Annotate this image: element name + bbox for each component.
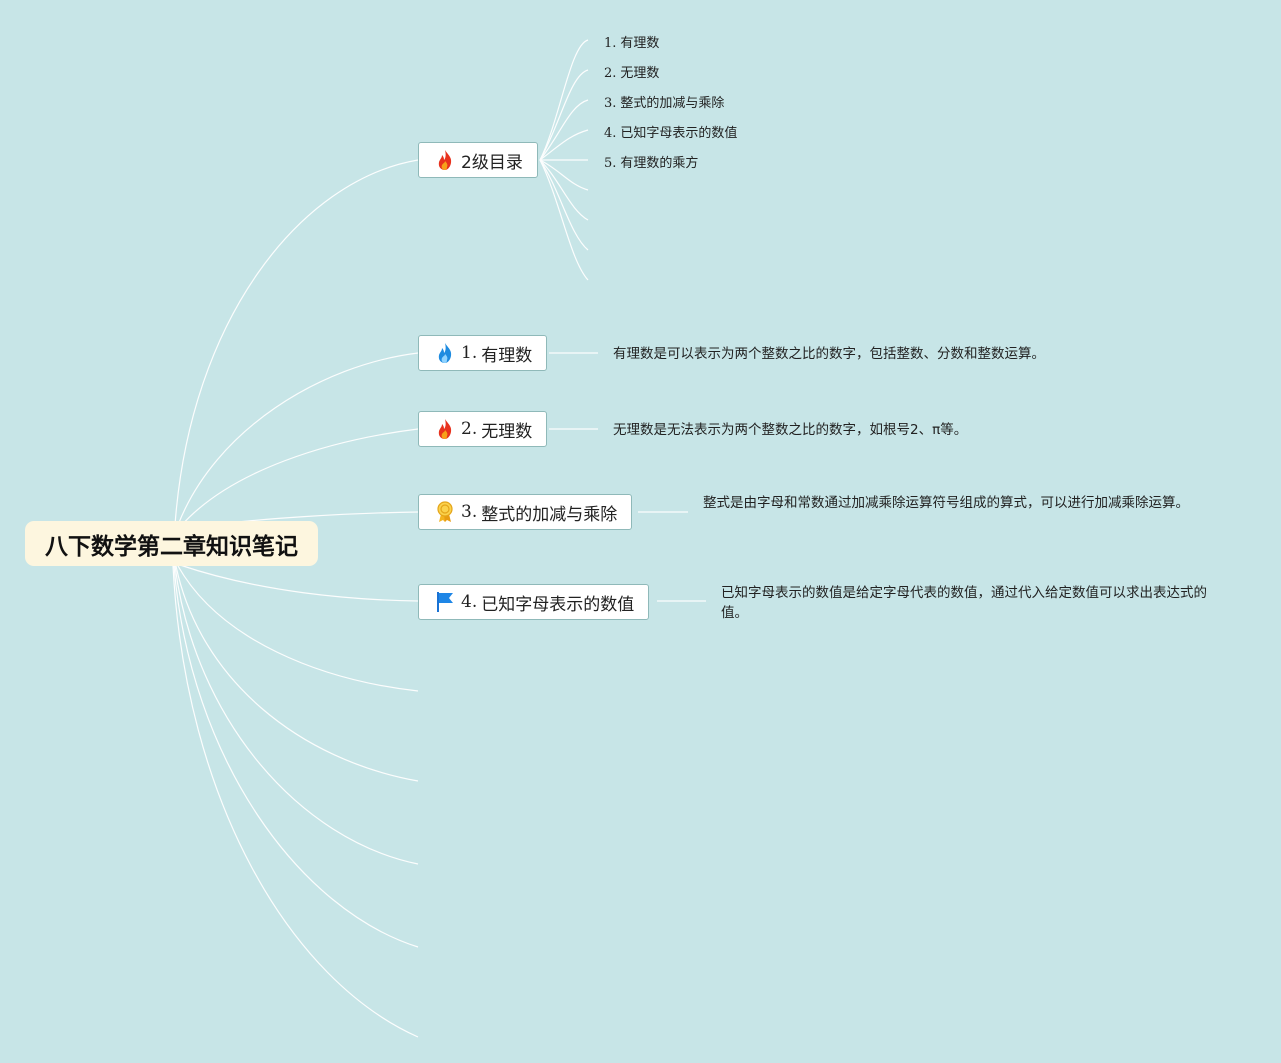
toc-item[interactable]: 4.已知字母表示的数值: [604, 126, 738, 141]
medal-icon: [435, 501, 455, 523]
topic-node-polynomials[interactable]: 3. 整式的加减与乘除: [418, 494, 633, 530]
topic-description[interactable]: 已知字母表示的数值是给定字母代表的数值，通过代入给定数值可以求出表达式的值。: [721, 585, 1207, 621]
topic-description[interactable]: 整式是由字母和常数通过加减乘除运算符号组成的算式，可以进行加减乘除运算。: [703, 495, 1189, 511]
topic-node-irrational[interactable]: 2. 无理数: [418, 411, 548, 447]
topic-node-letter-values[interactable]: 4. 已知字母表示的数值: [418, 584, 650, 620]
fire-red-icon: [435, 418, 455, 440]
topic-description[interactable]: 无理数是无法表示为两个整数之比的数字，如根号2、π等。: [613, 422, 968, 438]
fire-red-icon: [435, 149, 455, 171]
toc-item[interactable]: 1.有理数: [604, 36, 660, 51]
root-topic[interactable]: 八下数学第二章知识笔记: [25, 521, 318, 566]
fire-blue-icon: [435, 342, 455, 364]
topic-title: 整式的加减与乘除: [481, 504, 618, 525]
toc-title: 2级目录: [461, 152, 523, 173]
topic-node-rational[interactable]: 1. 有理数: [418, 335, 548, 371]
root-title: 八下数学第二章知识笔记: [45, 533, 298, 560]
toc-node[interactable]: 2级目录: [418, 142, 538, 178]
topic-title: 无理数: [481, 421, 533, 442]
topic-title: 已知字母表示的数值: [481, 594, 635, 615]
blue-flag-icon: [435, 591, 455, 613]
topic-description[interactable]: 有理数是可以表示为两个整数之比的数字，包括整数、分数和整数运算。: [613, 346, 1045, 362]
topic-title: 有理数: [481, 345, 533, 366]
toc-item[interactable]: 3.整式的加减与乘除: [604, 96, 725, 111]
toc-item[interactable]: 2.无理数: [604, 66, 660, 81]
toc-item[interactable]: 5.有理数的乘方: [604, 156, 699, 171]
